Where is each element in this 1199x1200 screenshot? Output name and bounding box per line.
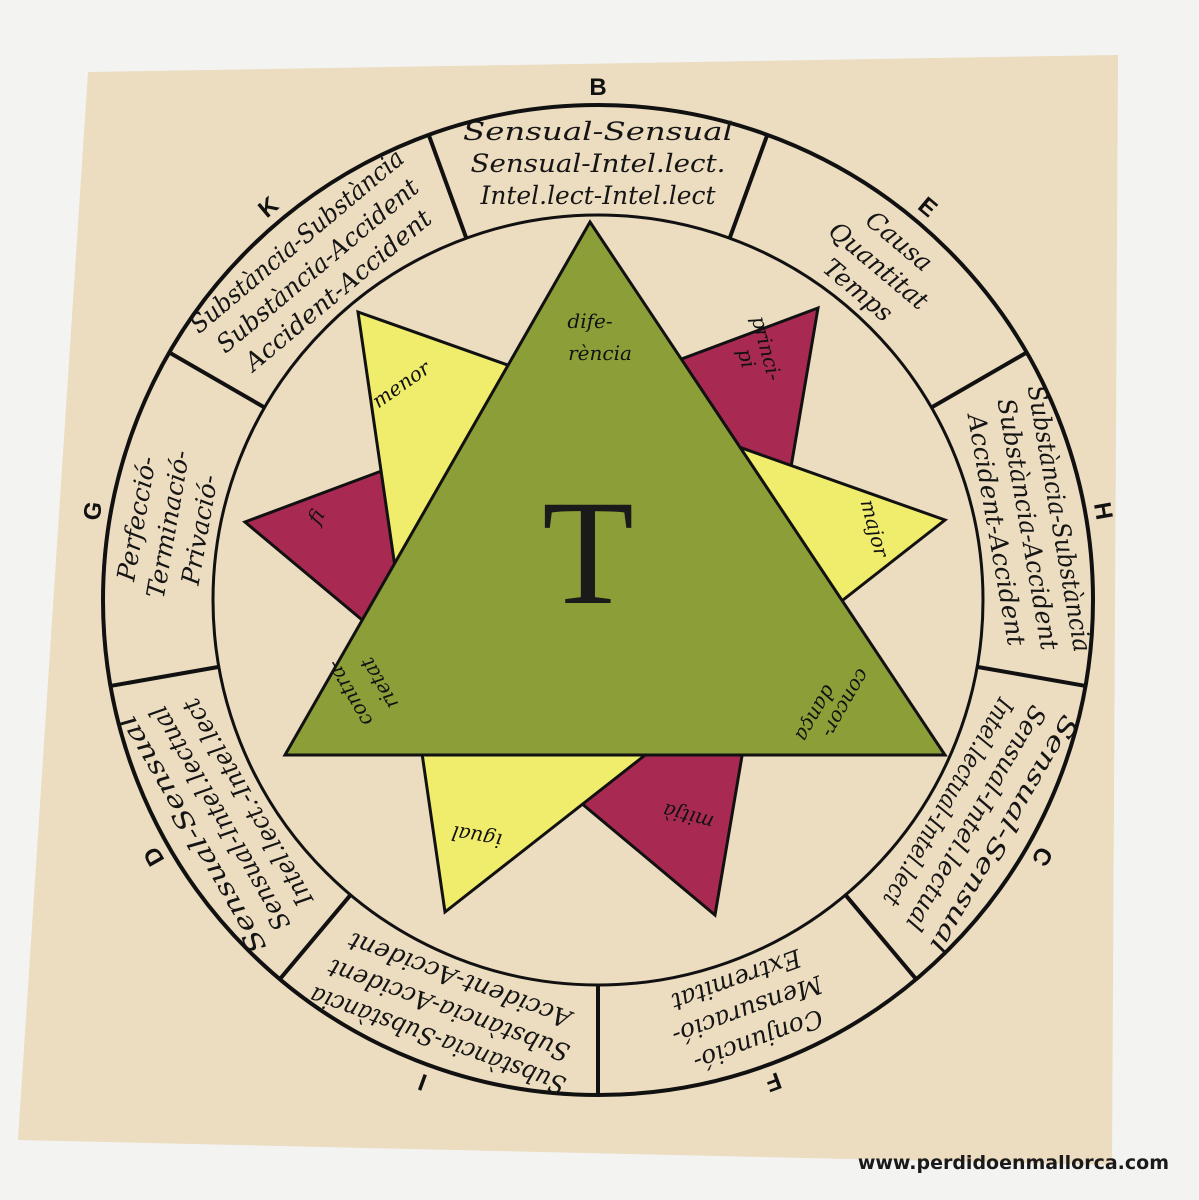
- label-diferencia-2: rència: [568, 341, 632, 365]
- center-letter-t: T: [542, 470, 634, 636]
- segment-divider: [168, 350, 266, 410]
- segment-letter: H: [1088, 500, 1118, 522]
- segment-divider: [976, 664, 1086, 688]
- segment-letter: G: [78, 499, 108, 522]
- segment-divider: [278, 893, 353, 981]
- segment-letter: B: [589, 74, 606, 101]
- segment-divider: [843, 893, 918, 981]
- segment-divider: [727, 134, 770, 239]
- segment-text-line: Intel.lect-Intel.lect: [480, 181, 717, 210]
- segment-divider: [426, 134, 469, 239]
- green-triangle: [282, 219, 948, 757]
- watermark-url: www.perdidoenmallorca.com: [857, 1152, 1169, 1174]
- segment-text-line: Sensual-Intel.lect.: [471, 149, 726, 178]
- segment-divider: [110, 664, 220, 688]
- segment-divider: [930, 350, 1028, 410]
- label-diferencia-1: dife-: [567, 309, 612, 333]
- segment-text-line: Sensual-Sensual: [463, 117, 733, 146]
